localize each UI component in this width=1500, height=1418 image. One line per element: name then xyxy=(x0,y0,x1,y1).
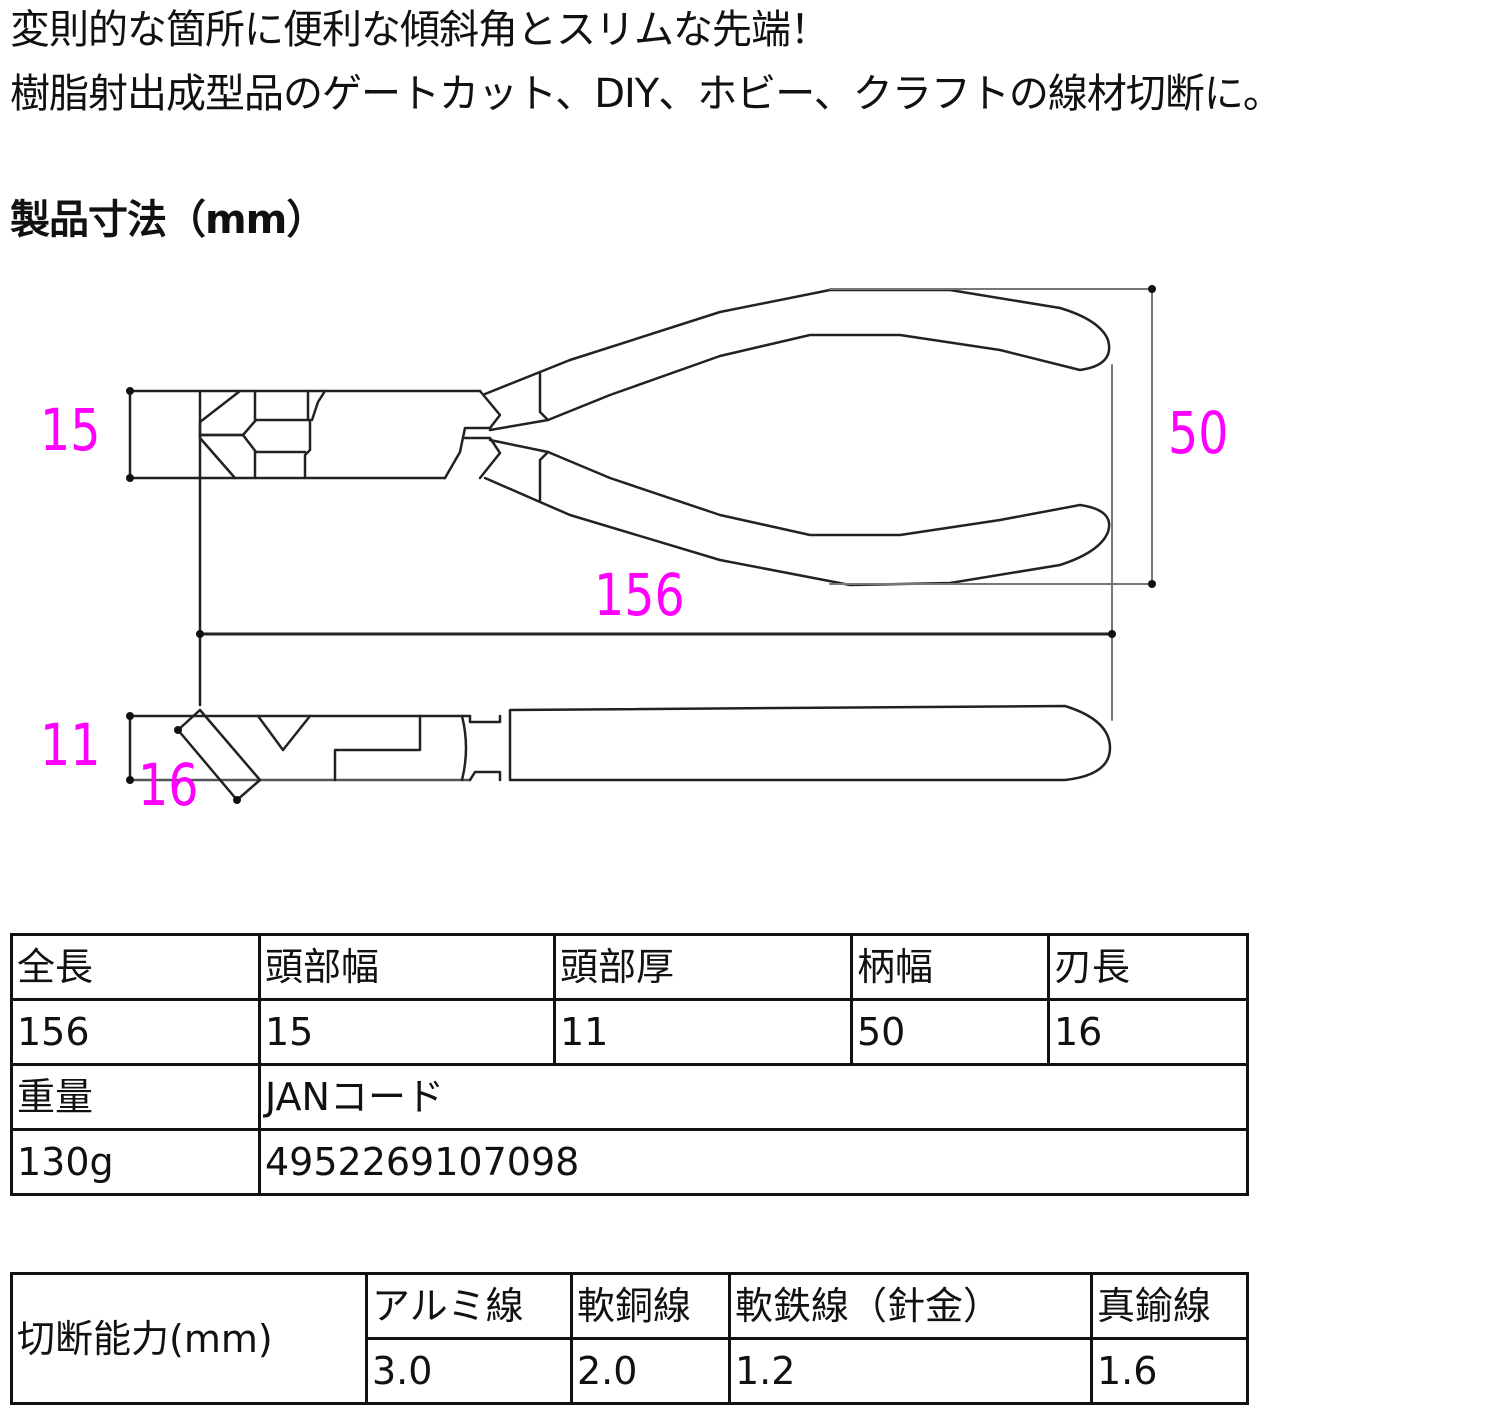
cutting-value-row: 3.0 2.0 1.2 1.6 xyxy=(12,1337,1249,1405)
value-head-thickness: 11 xyxy=(553,998,853,1066)
header-weight: 重量 xyxy=(10,1063,261,1131)
value-blade-length: 16 xyxy=(1047,998,1249,1066)
spec-header-row: 全長 頭部幅 頭部厚 柄幅 刃長 xyxy=(10,933,1249,1001)
spec-value-row: 156 15 11 50 16 xyxy=(10,998,1249,1066)
header-overall-length: 全長 xyxy=(10,933,261,1001)
header-head-width: 頭部幅 xyxy=(258,933,556,1001)
spec-header-row-2: 重量 JANコード xyxy=(10,1063,1249,1131)
pliers-dimension-drawing: 15 50 156 11 16 xyxy=(0,270,1500,830)
value-soft-iron-wire: 1.2 xyxy=(728,1337,1093,1405)
header-soft-iron-wire: 軟鉄線（針金） xyxy=(728,1272,1093,1340)
overall-length-label: 156 xyxy=(594,561,685,629)
value-aluminum-wire: 3.0 xyxy=(365,1337,573,1405)
cutting-capacity-table: 切断能力(mm) アルミ線 軟銅線 軟鉄線（針金） 真鍮線 3.0 2.0 1.… xyxy=(10,1272,1249,1405)
intro-line-2: 樹脂射出成型品のゲートカット、DIY、ホビー、クラフトの線材切断に。 xyxy=(10,71,1283,117)
value-weight: 130g xyxy=(10,1128,261,1196)
head-width-label: 15 xyxy=(40,396,101,464)
header-head-thickness: 頭部厚 xyxy=(553,933,853,1001)
cutting-header-row: 切断能力(mm) アルミ線 軟銅線 軟鉄線（針金） 真鍮線 xyxy=(10,1272,1249,1405)
value-soft-copper-wire: 2.0 xyxy=(570,1337,731,1405)
spec-value-row-2: 130g 4952269107098 xyxy=(10,1128,1249,1196)
intro-line-1: 変則的な箇所に便利な傾斜角とスリムな先端！ xyxy=(10,7,830,53)
header-brass-wire: 真鍮線 xyxy=(1090,1272,1249,1340)
cutting-capacity-label: 切断能力(mm) xyxy=(10,1272,368,1405)
header-handle-width: 柄幅 xyxy=(850,933,1050,1001)
head-thickness-label: 11 xyxy=(40,711,101,779)
handle-width-label: 50 xyxy=(1168,399,1229,467)
value-jan-code: 4952269107098 xyxy=(258,1128,1249,1196)
value-head-width: 15 xyxy=(258,998,556,1066)
header-blade-length: 刃長 xyxy=(1047,933,1249,1001)
pliers-line-drawing-icon xyxy=(126,285,1156,804)
header-jan-code: JANコード xyxy=(258,1063,1249,1131)
spec-table: 全長 頭部幅 頭部厚 柄幅 刃長 156 15 11 50 16 重量 JANコ… xyxy=(10,933,1249,1196)
header-soft-copper-wire: 軟銅線 xyxy=(570,1272,731,1340)
header-aluminum-wire: アルミ線 xyxy=(365,1272,573,1340)
blade-length-label: 16 xyxy=(138,751,199,819)
dimensions-heading: 製品寸法（mm） xyxy=(10,197,326,243)
value-handle-width: 50 xyxy=(850,998,1050,1066)
value-overall-length: 156 xyxy=(10,998,261,1066)
value-brass-wire: 1.6 xyxy=(1090,1337,1249,1405)
